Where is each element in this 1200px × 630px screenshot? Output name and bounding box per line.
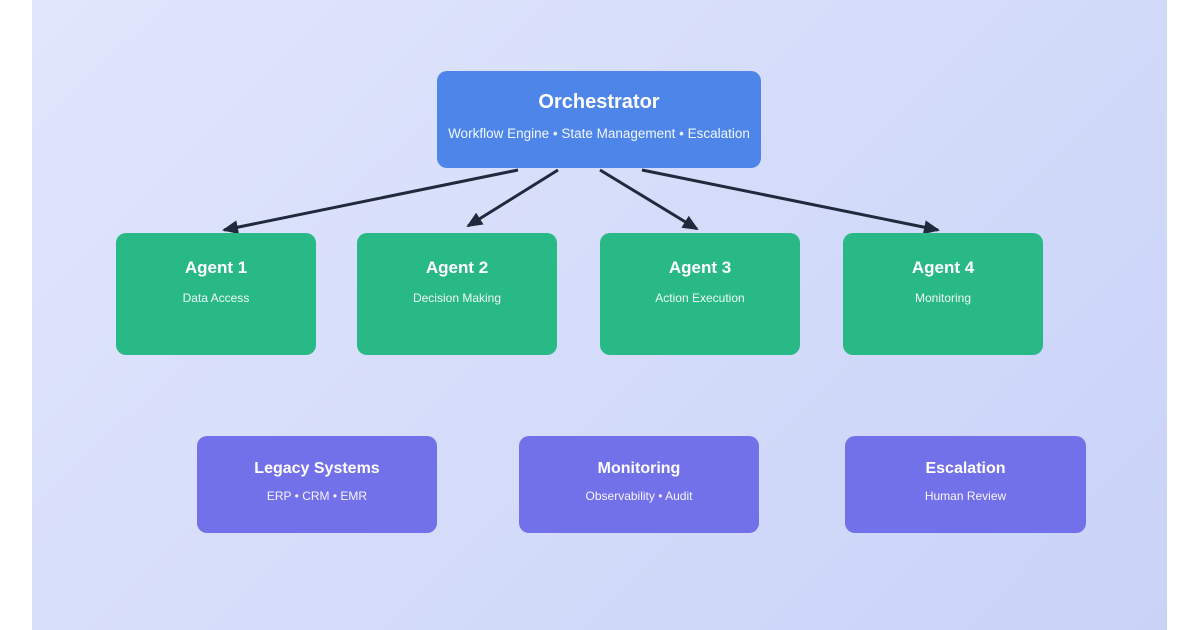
orchestrator-subtitle: Workflow Engine • State Management • Esc… — [448, 126, 750, 141]
orchestrator-to-agent-2-arrow — [466, 168, 559, 228]
agent-1-title: Agent 1 — [184, 258, 248, 277]
agent-4-title: Agent 4 — [911, 258, 975, 277]
orchestrator-to-agent-1-arrow — [222, 168, 519, 235]
agent-1-node: Agent 1 Data Access — [116, 233, 316, 355]
orchestrator-node: Orchestrator Workflow Engine • State Man… — [437, 71, 761, 168]
agent-4-subtitle: Monitoring — [914, 291, 972, 305]
agent-2-title: Agent 2 — [425, 258, 489, 277]
agent-2-subtitle: Decision Making — [412, 291, 502, 305]
agent-3-subtitle: Action Execution — [655, 291, 745, 305]
orchestrator-to-agent-3-arrow — [599, 168, 699, 231]
orchestrator-to-agent-4-arrow — [641, 168, 940, 235]
legacy-systems-node: Legacy Systems ERP • CRM • EMR — [197, 436, 437, 533]
escalation-subtitle: Human Review — [924, 489, 1007, 503]
agent-3-title: Agent 3 — [668, 258, 732, 277]
monitoring-title: Monitoring — [597, 460, 681, 477]
orchestrator-title: Orchestrator — [538, 91, 660, 113]
agent-4-node: Agent 4 Monitoring — [843, 233, 1043, 355]
escalation-node: Escalation Human Review — [845, 436, 1086, 533]
escalation-title: Escalation — [925, 460, 1006, 477]
diagram-canvas: Orchestrator Workflow Engine • State Man… — [32, 0, 1167, 630]
agent-3-node: Agent 3 Action Execution — [600, 233, 800, 355]
agent-2-node: Agent 2 Decision Making — [357, 233, 557, 355]
legacy-systems-title: Legacy Systems — [254, 460, 380, 477]
agent-1-subtitle: Data Access — [182, 291, 250, 305]
legacy-systems-subtitle: ERP • CRM • EMR — [266, 489, 368, 503]
monitoring-subtitle: Observability • Audit — [585, 489, 693, 503]
monitoring-node: Monitoring Observability • Audit — [519, 436, 759, 533]
